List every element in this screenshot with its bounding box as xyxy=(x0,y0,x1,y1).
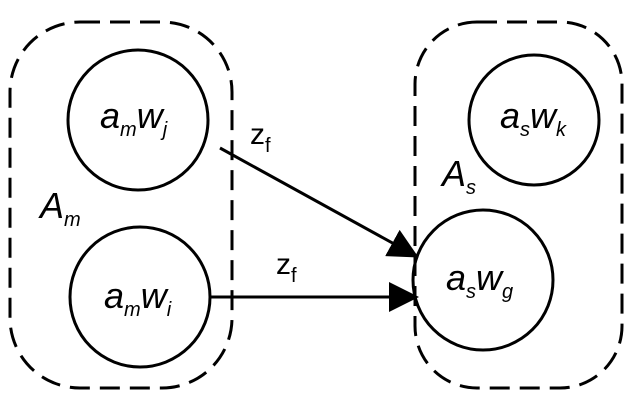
group-am-label: Am xyxy=(38,185,81,231)
edge-wj-to-wg xyxy=(219,146,419,258)
node-as-wg-label: aswg xyxy=(446,257,513,303)
group-as-label: As xyxy=(440,153,476,199)
node-as-wk-label: aswk xyxy=(500,95,567,141)
group-as-boundary xyxy=(413,20,624,390)
node-as-wk xyxy=(467,53,601,187)
edge-wi-to-wg-label: zf xyxy=(276,248,297,287)
node-am-wj-label: amwj xyxy=(100,95,168,141)
node-am-wi-label: amwi xyxy=(104,275,172,321)
node-am-wj xyxy=(66,48,210,192)
edge-wj-to-wg-label: zf xyxy=(250,118,271,157)
group-am-boundary xyxy=(8,20,234,390)
node-as-wg xyxy=(411,208,555,352)
